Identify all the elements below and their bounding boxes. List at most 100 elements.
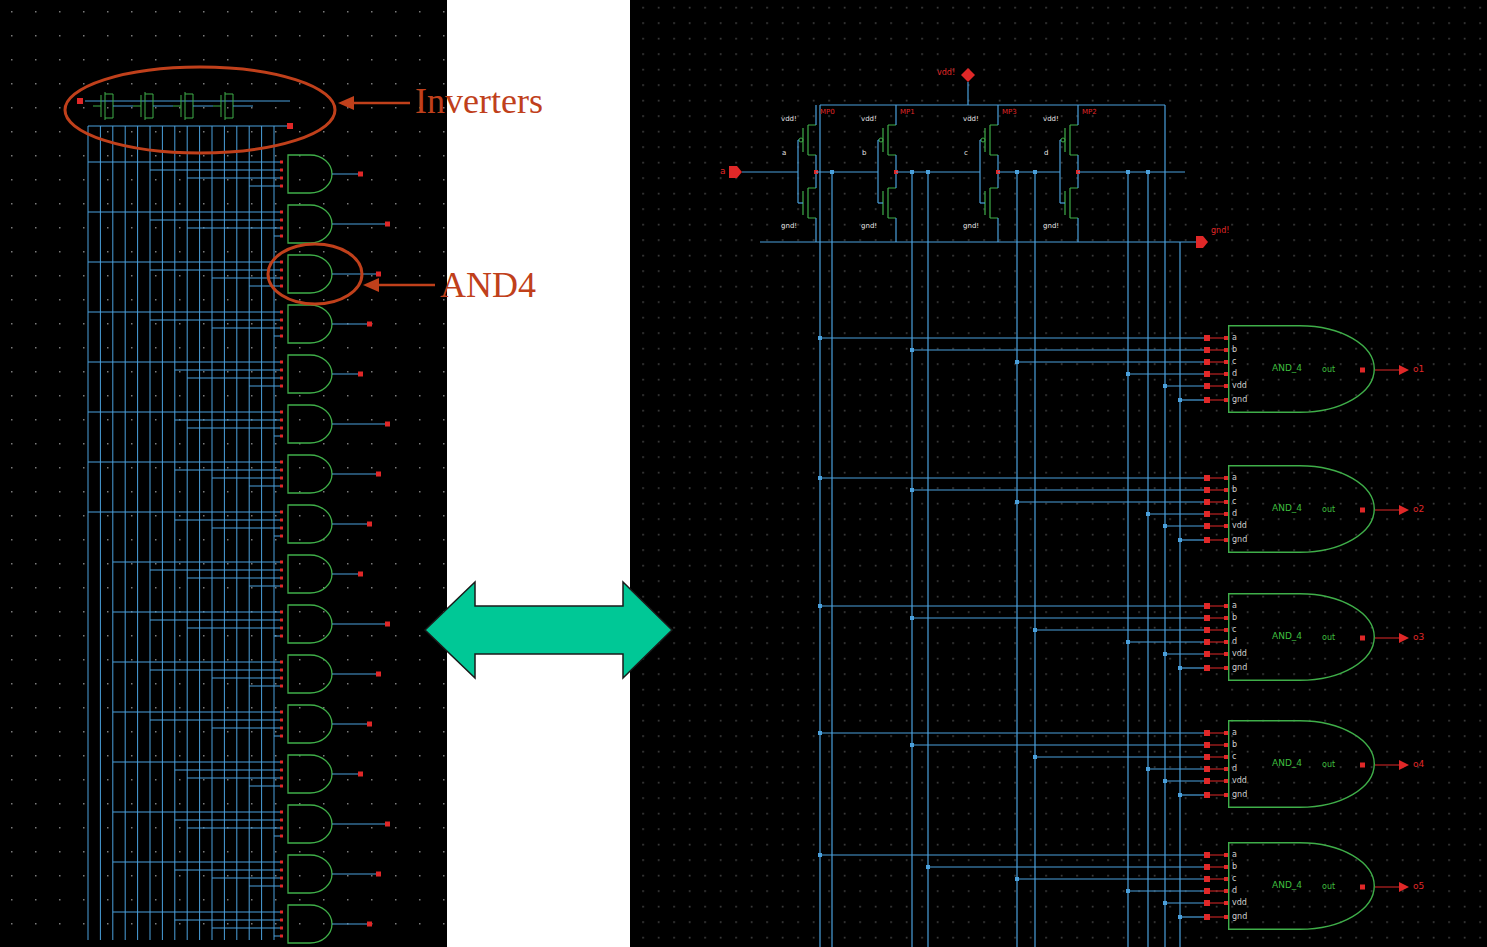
wire: [249, 286, 281, 287]
wire: [1077, 105, 1078, 125]
pin-marker: [280, 335, 283, 338]
symbol: [985, 125, 998, 155]
pin-marker: [280, 469, 283, 472]
pmos-bubble: [799, 138, 803, 142]
pin-name: out: [1322, 882, 1335, 892]
wire: [815, 105, 816, 125]
symbol: [133, 92, 153, 120]
symbol: [985, 188, 998, 218]
wire: [274, 636, 281, 637]
junction-dot: [1178, 398, 1182, 402]
pin-marker: [1204, 335, 1210, 341]
symbol: [288, 805, 332, 843]
wire: [88, 412, 281, 413]
wire: [187, 428, 281, 429]
pin-name: c: [1232, 625, 1236, 635]
wire: [175, 820, 281, 821]
terminal-name: d: [1044, 149, 1048, 157]
wire: [760, 241, 1196, 242]
pin-name: gnd: [1232, 395, 1247, 405]
pin-marker: [280, 277, 283, 280]
pin-marker: [1204, 397, 1210, 403]
callout-arrowhead: [338, 96, 354, 110]
terminal-name: vdd!: [963, 115, 979, 123]
wire: [212, 678, 281, 679]
junction-dot: [818, 336, 822, 340]
wire: [212, 126, 213, 940]
wire: [332, 624, 387, 625]
pin-marker: [1224, 865, 1228, 869]
wire: [175, 920, 281, 921]
pin-marker: [280, 619, 283, 622]
wire: [88, 262, 281, 263]
symbol: [803, 188, 816, 218]
junction-dot: [1146, 767, 1150, 771]
symbol: [213, 92, 233, 120]
wire: [150, 270, 281, 271]
wire: [1035, 756, 1204, 757]
gate-name: AND_4: [1272, 880, 1302, 891]
pin-marker: [1224, 666, 1228, 670]
wire: [1180, 794, 1204, 795]
wire: [174, 126, 175, 940]
pin-name: d: [1232, 369, 1237, 379]
and-gate: AND_4abcdvddgndout: [1228, 325, 1375, 413]
wire: [175, 470, 281, 471]
pin-marker: [1224, 604, 1228, 608]
pin-marker: [1204, 475, 1210, 481]
wire: [249, 486, 281, 487]
wire: [212, 328, 281, 329]
wire: [878, 202, 883, 203]
junction-dot: [1178, 538, 1182, 542]
pin-marker: [280, 585, 283, 588]
wire: [1375, 510, 1399, 511]
pin-marker: [280, 611, 283, 614]
pin-marker: [280, 185, 283, 188]
pin-marker: [280, 635, 283, 638]
gate-name: AND_4: [1272, 503, 1302, 514]
junction-dot: [910, 616, 914, 620]
wire: [187, 228, 281, 229]
pin-marker: [1204, 742, 1210, 748]
pin-marker: [280, 311, 283, 314]
output-pin-name: o1: [1413, 364, 1424, 375]
junction-dot: [818, 476, 822, 480]
pin-name: b: [1232, 345, 1237, 355]
wire: [332, 774, 360, 775]
pin-name: b: [1232, 740, 1237, 750]
output-pin-name: o2: [1413, 504, 1424, 515]
pin-name: c: [1232, 497, 1236, 507]
wire: [113, 562, 281, 563]
callout-ellipse: [65, 67, 335, 153]
pin-marker: [1204, 523, 1210, 529]
pin-marker: [1204, 665, 1210, 671]
output-pin-name: o3: [1413, 632, 1424, 643]
junction-dot: [830, 170, 834, 174]
pin-marker: [1224, 640, 1228, 644]
symbol: [883, 188, 896, 218]
pin-marker: [1204, 615, 1210, 621]
callout-arrow: [377, 284, 435, 287]
pin-marker: [1224, 360, 1228, 364]
symbol: [288, 605, 332, 643]
wire: [150, 126, 151, 940]
pin-marker: [280, 869, 283, 872]
pin-marker: [280, 461, 283, 464]
pin-marker: [1224, 488, 1228, 492]
pin-name: gnd: [1232, 790, 1247, 800]
pin-marker: [280, 735, 283, 738]
wire: [249, 386, 281, 387]
and-gate-shape: [1229, 843, 1375, 930]
symbol: [288, 405, 332, 443]
wire: [236, 126, 237, 940]
pin-marker: [280, 719, 283, 722]
pin-name: vdd: [1232, 776, 1247, 786]
junction-dot: [1163, 901, 1167, 905]
pin-marker: [1204, 383, 1210, 389]
wire: [88, 512, 281, 513]
pin-marker: [280, 485, 283, 488]
pin-marker: [358, 372, 363, 377]
wire: [175, 520, 281, 521]
pin-name: gnd: [1232, 912, 1247, 922]
wire: [1077, 218, 1078, 242]
